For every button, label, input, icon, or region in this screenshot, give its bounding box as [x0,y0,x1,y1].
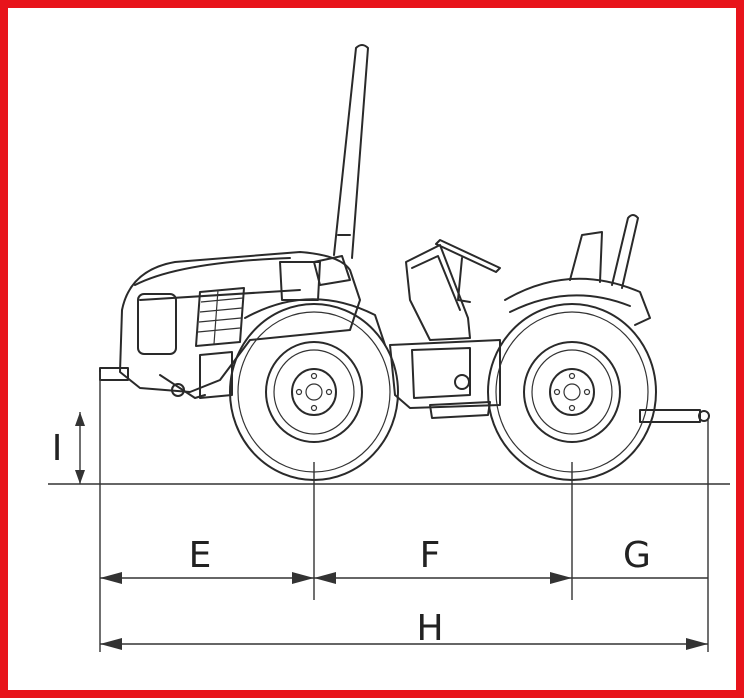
label-H: H [416,608,443,649]
chassis [199,339,501,419]
dimension-I [75,412,85,484]
front-wheel [229,303,399,481]
front-fender [244,298,386,346]
rear-wheel [487,303,657,481]
extension-lines [99,372,709,652]
label-E: E [189,535,212,576]
roll-bar [313,44,369,286]
seat [405,244,471,341]
tractor-drawing [99,44,710,481]
dimension-E [100,572,314,584]
hood [119,251,361,393]
rear-fender [504,214,651,326]
label-F: F [420,535,441,576]
steering-wheel [435,239,501,303]
dimension-F [314,572,572,584]
label-I: I [52,428,63,469]
label-G: G [623,535,651,576]
dimension-H [100,638,708,650]
rear-drawbar [639,409,710,423]
front-hitch [99,367,206,399]
